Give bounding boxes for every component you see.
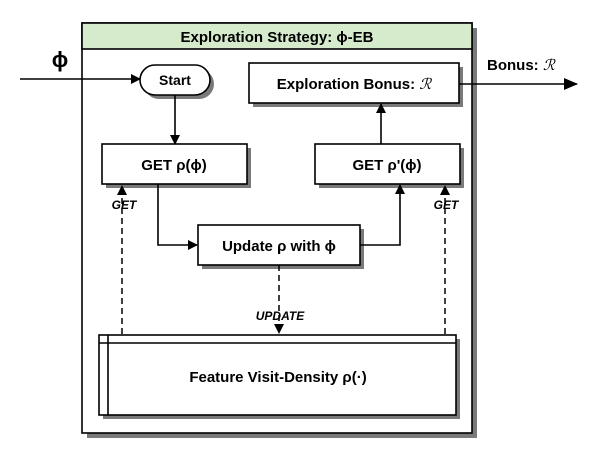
get-rho-node — [101, 143, 248, 185]
get-to-update-arrow — [157, 184, 198, 250]
get-rho-node-label: GET ρ(ϕ) — [141, 157, 207, 174]
output-text: Bonus: — [487, 57, 543, 74]
header-bar — [81, 22, 473, 50]
density-node — [98, 334, 457, 416]
header-title: Exploration Strategy: ϕ-EB — [181, 29, 374, 46]
input-phi-label: ϕ — [52, 47, 69, 72]
get-rho-prime-node-label: GET ρ'(ϕ) — [352, 157, 421, 174]
output-r-symbol: ℛ — [543, 56, 556, 74]
update-rho-node-label: Update ρ with ϕ — [222, 238, 336, 255]
get-rho-prime-node — [314, 143, 461, 185]
density-node-label: Feature Visit-Density ρ(·) — [189, 369, 366, 386]
update-edge-label: UPDATE — [256, 309, 305, 323]
exploration-bonus-node-label: Exploration Bonus: ℛ — [277, 75, 433, 93]
exploration-bonus-node — [248, 62, 460, 104]
output-label: Bonus: ℛ — [487, 56, 556, 74]
start-node-label: Start — [159, 72, 191, 88]
get-left-edge-label: GET — [112, 198, 138, 212]
update-to-get-prime-arrow — [360, 184, 405, 246]
exploration-bonus-text: Exploration Bonus: — [277, 76, 420, 93]
bonus-r-symbol: ℛ — [419, 75, 432, 93]
get-right-edge-label: GET — [434, 198, 460, 212]
update-rho-node — [197, 224, 361, 266]
